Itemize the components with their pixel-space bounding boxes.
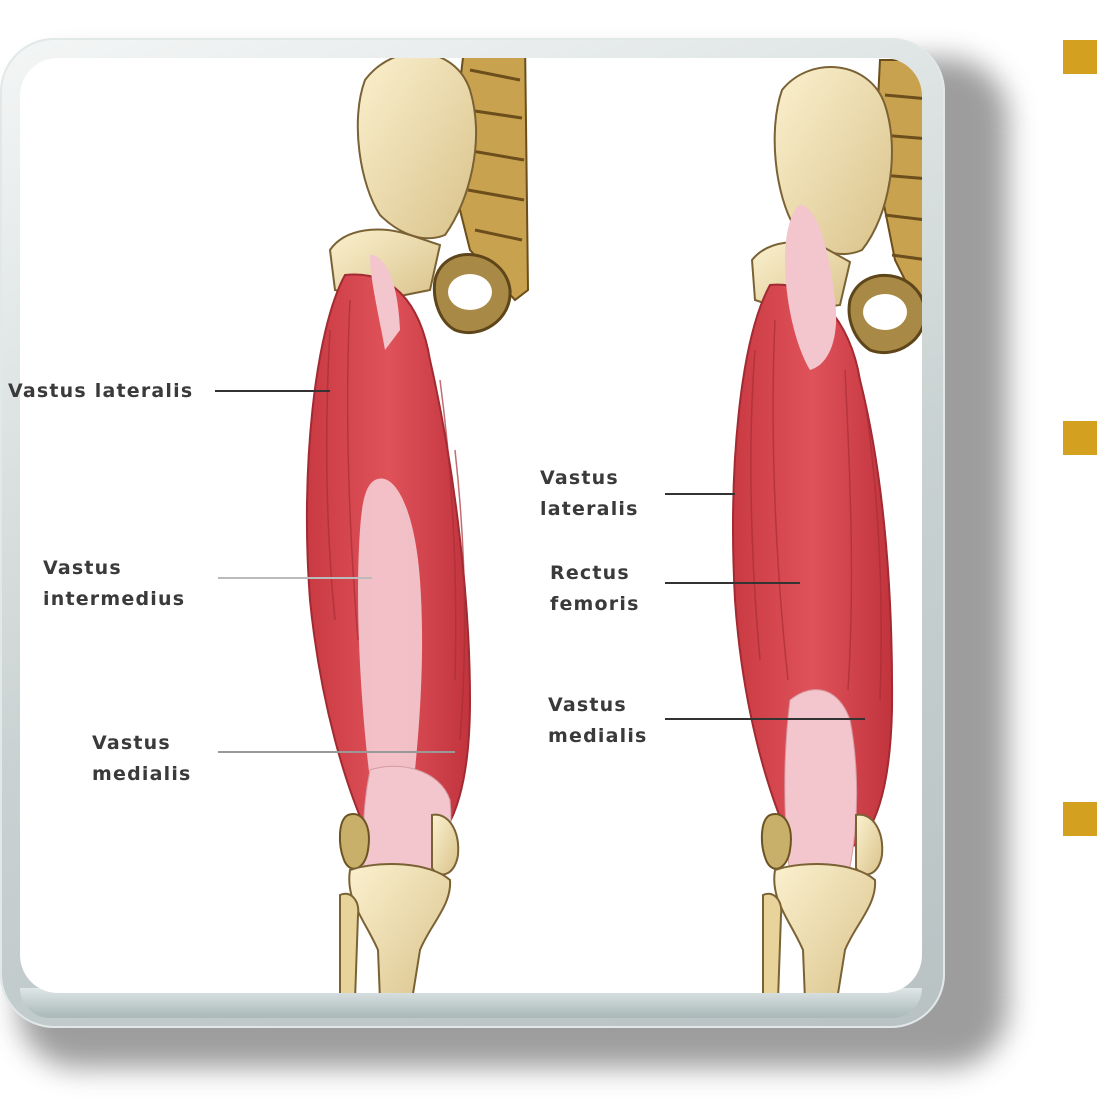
label-line: Vastus: [43, 557, 122, 579]
right-tibia: [773, 863, 877, 993]
label-line: lateralis: [540, 498, 639, 520]
label-line: Vastus: [548, 694, 627, 716]
label-left-vastus-intermedius: Vastus intermedius: [43, 553, 185, 615]
label-left-vastus-lateralis: Vastus lateralis: [8, 380, 194, 402]
label-right-rectus-femoris: Rectus femoris: [550, 558, 640, 620]
left-pelvis: [356, 58, 477, 240]
leader-lines: [215, 390, 865, 753]
label-line: intermedius: [43, 588, 186, 610]
square-bullet: [1063, 40, 1097, 74]
square-bullet: [1063, 421, 1097, 455]
left-vastus-intermedius: [358, 478, 423, 780]
label-line: Vastus: [540, 467, 619, 489]
label-right-vastus-medialis: Vastus medialis: [548, 690, 648, 752]
right-figure: [732, 59, 922, 993]
label-line: Vastus: [92, 732, 171, 754]
left-figure: [305, 58, 530, 993]
square-bullet: [1063, 802, 1097, 836]
label-left-vastus-medialis: Vastus medialis: [92, 728, 192, 790]
left-tibia: [348, 863, 452, 993]
label-line: medialis: [92, 763, 192, 785]
label-line: femoris: [550, 593, 640, 615]
label-line: Rectus: [550, 562, 630, 584]
right-rectus-tendon: [785, 205, 837, 370]
label-line: medialis: [548, 725, 648, 747]
label-right-vastus-lateralis: Vastus lateralis: [540, 463, 639, 525]
